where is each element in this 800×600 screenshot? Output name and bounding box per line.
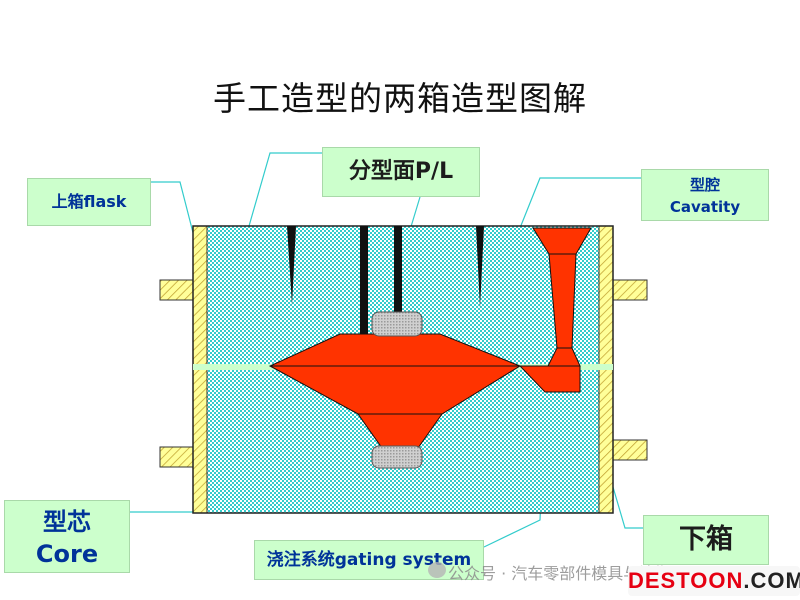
parting-plane-text: 分型面P/L xyxy=(348,159,454,184)
parting-plane-label: 分型面P/L xyxy=(322,147,480,197)
vent-4 xyxy=(476,226,484,308)
runner xyxy=(518,365,581,393)
cavity-label: 型腔 Cavatity xyxy=(641,169,769,221)
leader-parting-mid xyxy=(409,196,421,231)
vent-3 xyxy=(394,226,402,321)
core-cn-text: 型芯 xyxy=(43,508,91,536)
watermark-text: 公众号 · 汽车零部件模具与注塑 xyxy=(448,564,672,583)
wechat-icon xyxy=(428,562,446,578)
leader-parting-plane xyxy=(244,152,322,241)
cavity-cn-text: 型腔 xyxy=(689,176,720,194)
leader-cavity xyxy=(519,177,641,229)
vent-1 xyxy=(287,226,296,305)
flask-handle-upper-left xyxy=(159,279,195,301)
flask-handle-lower-left xyxy=(159,446,195,468)
core-print-top xyxy=(371,311,423,337)
gating-system-label: 浇注系统gating system xyxy=(254,540,484,580)
vent-2 xyxy=(360,226,368,336)
cavity-en-text: Cavatity xyxy=(669,198,741,216)
core-en-text: Core xyxy=(35,540,99,568)
upper-flask-text: 上箱flask xyxy=(51,192,127,211)
lower-flask-text: 下箱 xyxy=(679,524,733,555)
core-label: 型芯 Core xyxy=(4,500,130,573)
upper-flask-label: 上箱flask xyxy=(27,178,151,226)
brand-right: .COM xyxy=(743,568,800,593)
core-print-bottom xyxy=(371,445,423,469)
flask-handle-upper-right xyxy=(612,279,648,301)
gating-system-text: 浇注系统gating system xyxy=(266,550,472,570)
brand-left: DESTOON xyxy=(628,568,744,593)
brand-logo: DESTOON.COM xyxy=(628,566,800,596)
flask-handle-lower-right xyxy=(612,439,648,461)
lower-flask-label: 下箱 xyxy=(643,515,769,565)
page-title: 手工造型的两箱造型图解 xyxy=(213,79,587,118)
